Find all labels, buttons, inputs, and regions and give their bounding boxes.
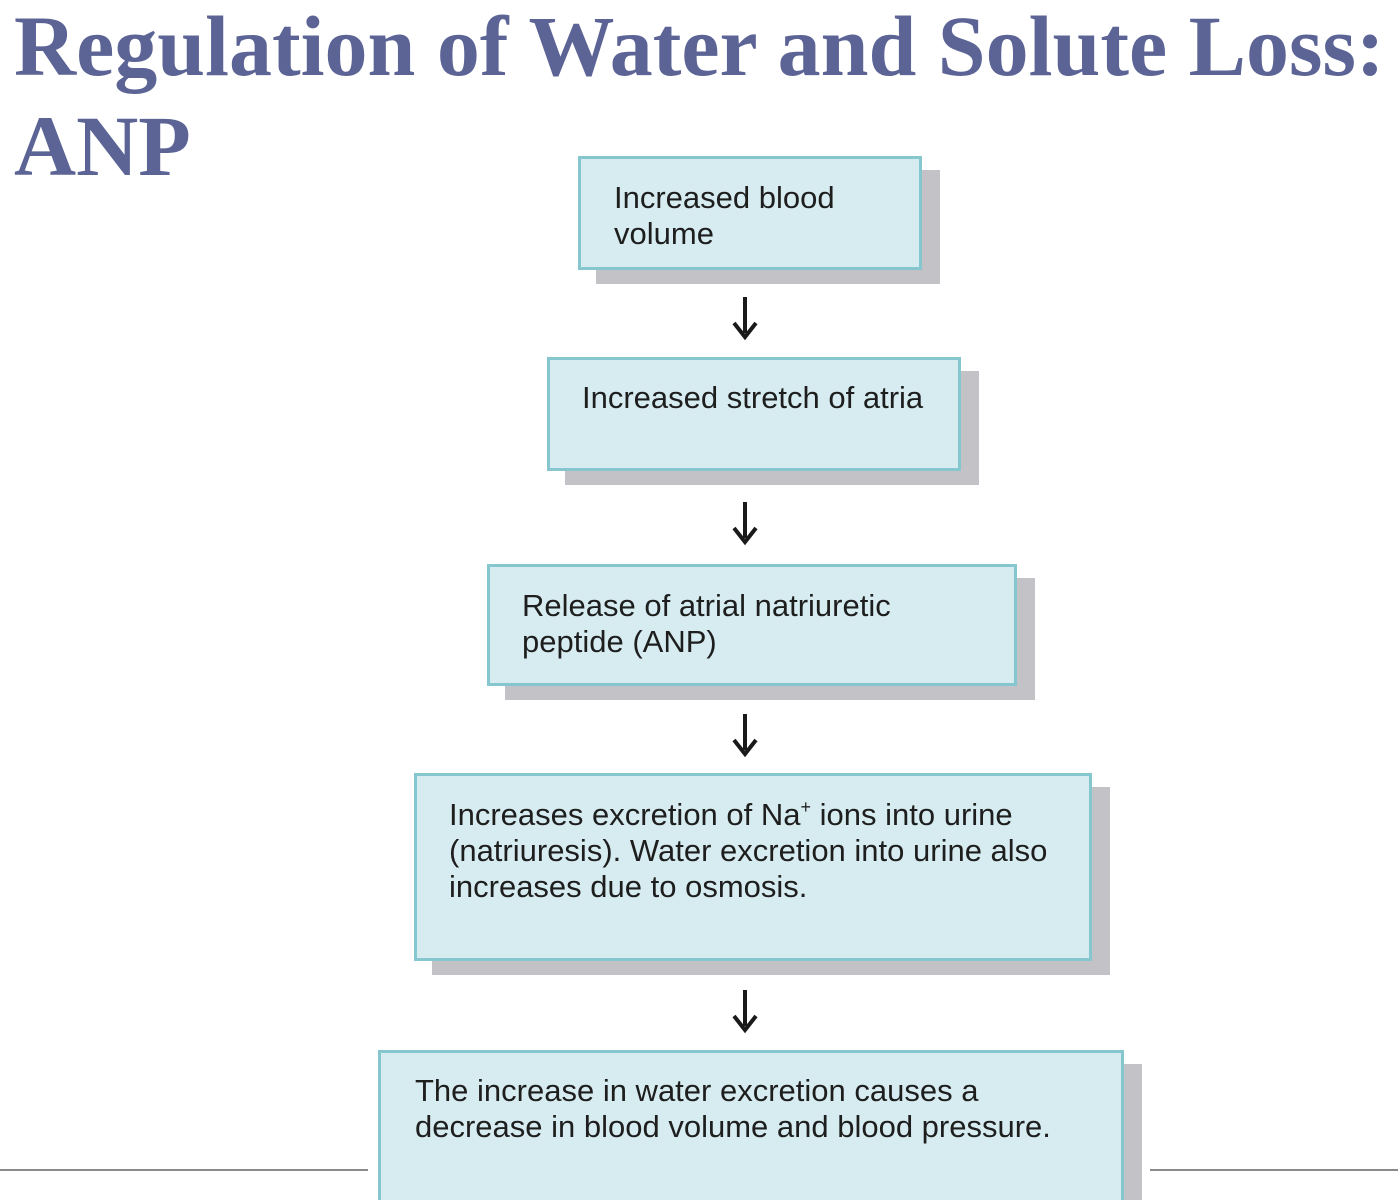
- down-arrow-icon: [730, 295, 760, 341]
- down-arrow-icon: [730, 712, 760, 758]
- flow-box-text: Increased stretch of atria: [582, 380, 924, 415]
- footer-rule-right: [1150, 1169, 1398, 1171]
- flow-box-text: Increased blood volume: [614, 180, 835, 251]
- flow-box-text: The increase in water excretion causes a…: [415, 1073, 1051, 1144]
- sodium-charge-superscript: +: [800, 797, 812, 817]
- flow-box-text-part-2: ions into urine (natriuresis). Water exc…: [449, 797, 1048, 904]
- down-arrow-icon: [730, 500, 760, 546]
- flow-box-text: Release of atrial natriuretic peptide (A…: [522, 588, 891, 659]
- down-arrow-icon: [730, 988, 760, 1034]
- flow-box-text-part-1: Increases excretion of Na: [449, 797, 801, 832]
- slide-title: Regulation of Water and Solute Loss: ANP: [14, 0, 1385, 196]
- flow-box-text: Increases excretion of Na+ ions into uri…: [449, 797, 1074, 905]
- flow-box-increased-stretch-of-atria: Increased stretch of atria: [547, 357, 961, 471]
- footer-rule-left: [0, 1169, 368, 1171]
- slide-title-line-2: ANP: [14, 98, 191, 194]
- flow-box-decrease-blood-volume-pressure: The increase in water excretion causes a…: [378, 1050, 1124, 1200]
- flow-box-release-of-anp: Release of atrial natriuretic peptide (A…: [487, 564, 1017, 686]
- slide-title-line-1: Regulation of Water and Solute Loss:: [14, 0, 1385, 94]
- flow-box-increased-blood-volume: Increased blood volume: [578, 156, 922, 270]
- flow-box-increases-na-excretion: Increases excretion of Na+ ions into uri…: [414, 773, 1092, 961]
